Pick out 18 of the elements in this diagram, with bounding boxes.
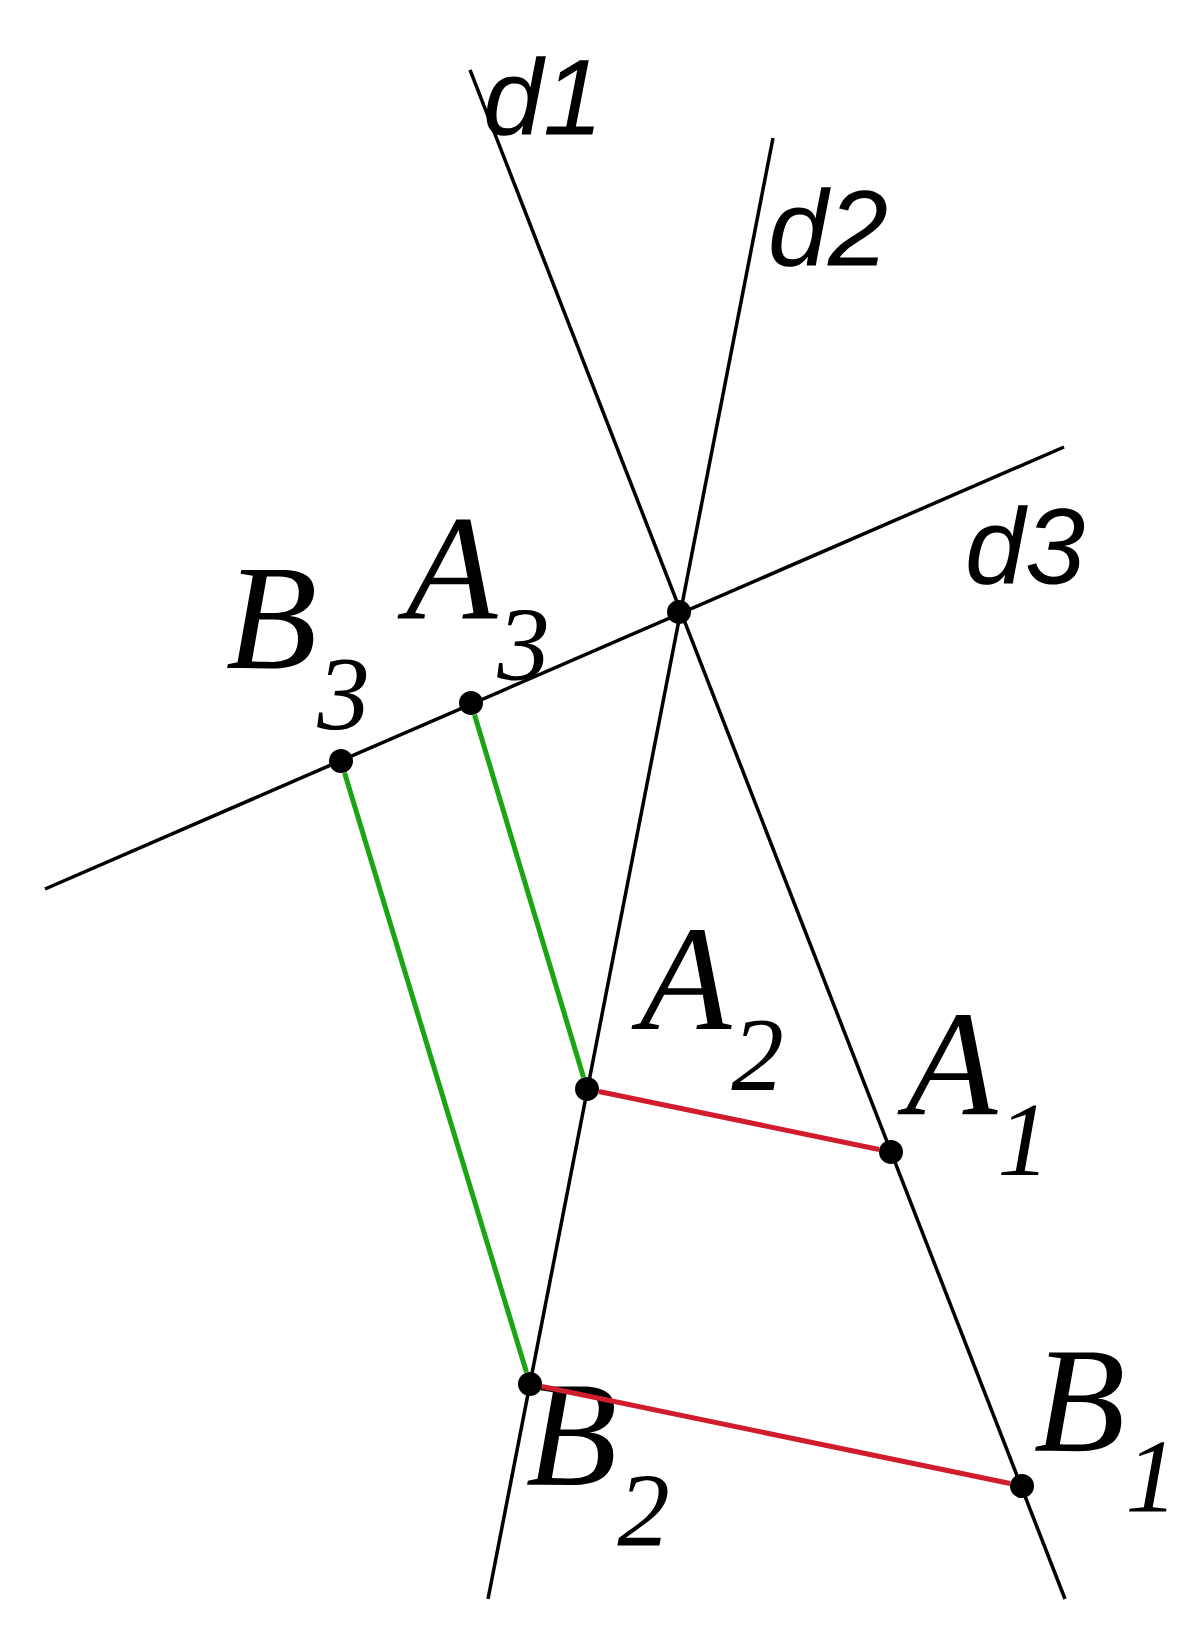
segment [472,713,586,1079]
point [575,1077,599,1101]
line-label: d2 [771,187,887,267]
point-label: B$_{3}$ [227,569,367,731]
point-label: B$_{1}$ [1035,1352,1167,1512]
line-label: d1 [486,56,594,136]
point [1010,1474,1034,1498]
point [667,600,691,624]
segment [342,771,529,1374]
point-label: A$_{3}$ [397,519,547,681]
point [879,1140,903,1164]
point-label: A$_{1}$ [897,1015,1039,1175]
segment [541,1384,1011,1486]
line-label: d3 [968,505,1085,585]
point-label: A$_{2}$ [631,930,782,1090]
point [329,749,353,773]
point [459,691,483,715]
segment [598,1089,880,1152]
